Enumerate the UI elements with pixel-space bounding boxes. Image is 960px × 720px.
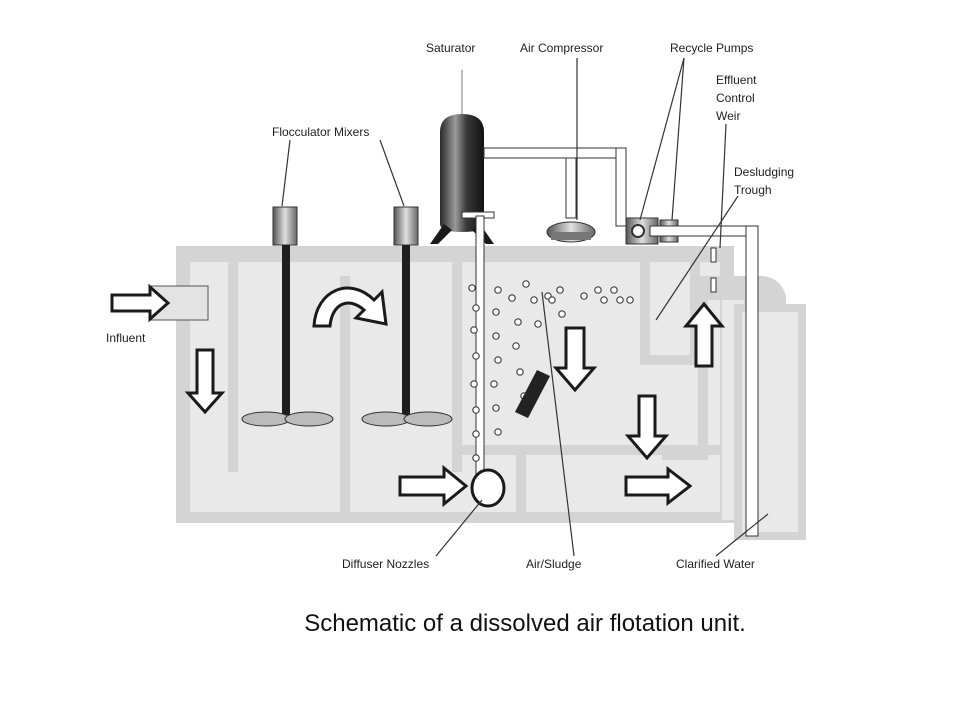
label-desludging-trough-line2: Trough [734, 183, 772, 197]
dissolved-air-flotation-schematic: Saturator Air Compressor Recycle Pumps E… [106, 41, 806, 571]
figure-caption: Schematic of a dissolved air flotation u… [304, 610, 746, 637]
air-bubble [472, 304, 480, 312]
label-air-sludge: Air/Sludge [526, 557, 582, 571]
air-bubble [490, 380, 498, 388]
sludge-baffle [515, 370, 550, 418]
label-effluent-control-weir-line2: Control [716, 91, 755, 105]
leader-lines [281, 57, 769, 557]
air-bubble [494, 286, 502, 294]
air-bubble [548, 296, 556, 304]
air-bubble [512, 342, 520, 350]
air-bubble [610, 286, 618, 294]
air-bubble [494, 356, 502, 364]
influent-pipe [110, 283, 209, 323]
arrow-into-diffuser [398, 464, 469, 508]
label-recycle-pumps: Recycle Pumps [670, 41, 753, 55]
label-air-compressor: Air Compressor [520, 41, 603, 55]
air-bubble [616, 296, 624, 304]
air-bubble [468, 284, 476, 292]
air-bubble [470, 380, 478, 388]
arrow-right-outlet [624, 465, 693, 507]
air-bubble [516, 368, 524, 376]
air-bubble [508, 294, 516, 302]
flocculator-mixer-1 [241, 206, 334, 427]
air-bubble [494, 428, 502, 436]
label-flocculator-mixers: Flocculator Mixers [272, 125, 369, 139]
air-bubble [470, 326, 478, 334]
arrow-up-effluent [682, 301, 726, 368]
label-effluent-control-weir-line1: Effluent [716, 73, 757, 87]
recycle-pumps [625, 217, 759, 537]
air-bubble [556, 286, 564, 294]
air-bubble [492, 404, 500, 412]
air-bubble [514, 318, 522, 326]
air-bubble [492, 308, 500, 316]
air-bubble [492, 332, 500, 340]
arrow-down-flotation [552, 326, 598, 393]
influent-down-arrow [184, 348, 226, 415]
air-bubble [534, 320, 542, 328]
label-effluent-control-weir-line3: Weir [716, 109, 740, 123]
air-bubble [472, 406, 480, 414]
air-bubble [600, 296, 608, 304]
flocculator-mixer-2 [361, 206, 453, 427]
label-clarified-water: Clarified Water [676, 557, 755, 571]
label-diffuser-nozzles: Diffuser Nozzles [342, 557, 429, 571]
air-bubble [626, 296, 634, 304]
air-bubble [472, 352, 480, 360]
air-bubble [472, 430, 480, 438]
label-desludging-trough-line1: Desludging [734, 165, 794, 179]
arrow-down-outlet [624, 394, 670, 461]
air-bubble [522, 280, 530, 288]
air-bubble [594, 286, 602, 294]
label-influent: Influent [106, 331, 146, 345]
air-bubble [472, 454, 480, 462]
diffuser-nozzle [470, 468, 506, 508]
flow-curved-arrow [312, 286, 388, 328]
air-compressor [483, 147, 627, 243]
air-bubble [530, 296, 538, 304]
air-bubble [580, 292, 588, 300]
air-bubble [558, 310, 566, 318]
label-saturator: Saturator [426, 41, 475, 55]
